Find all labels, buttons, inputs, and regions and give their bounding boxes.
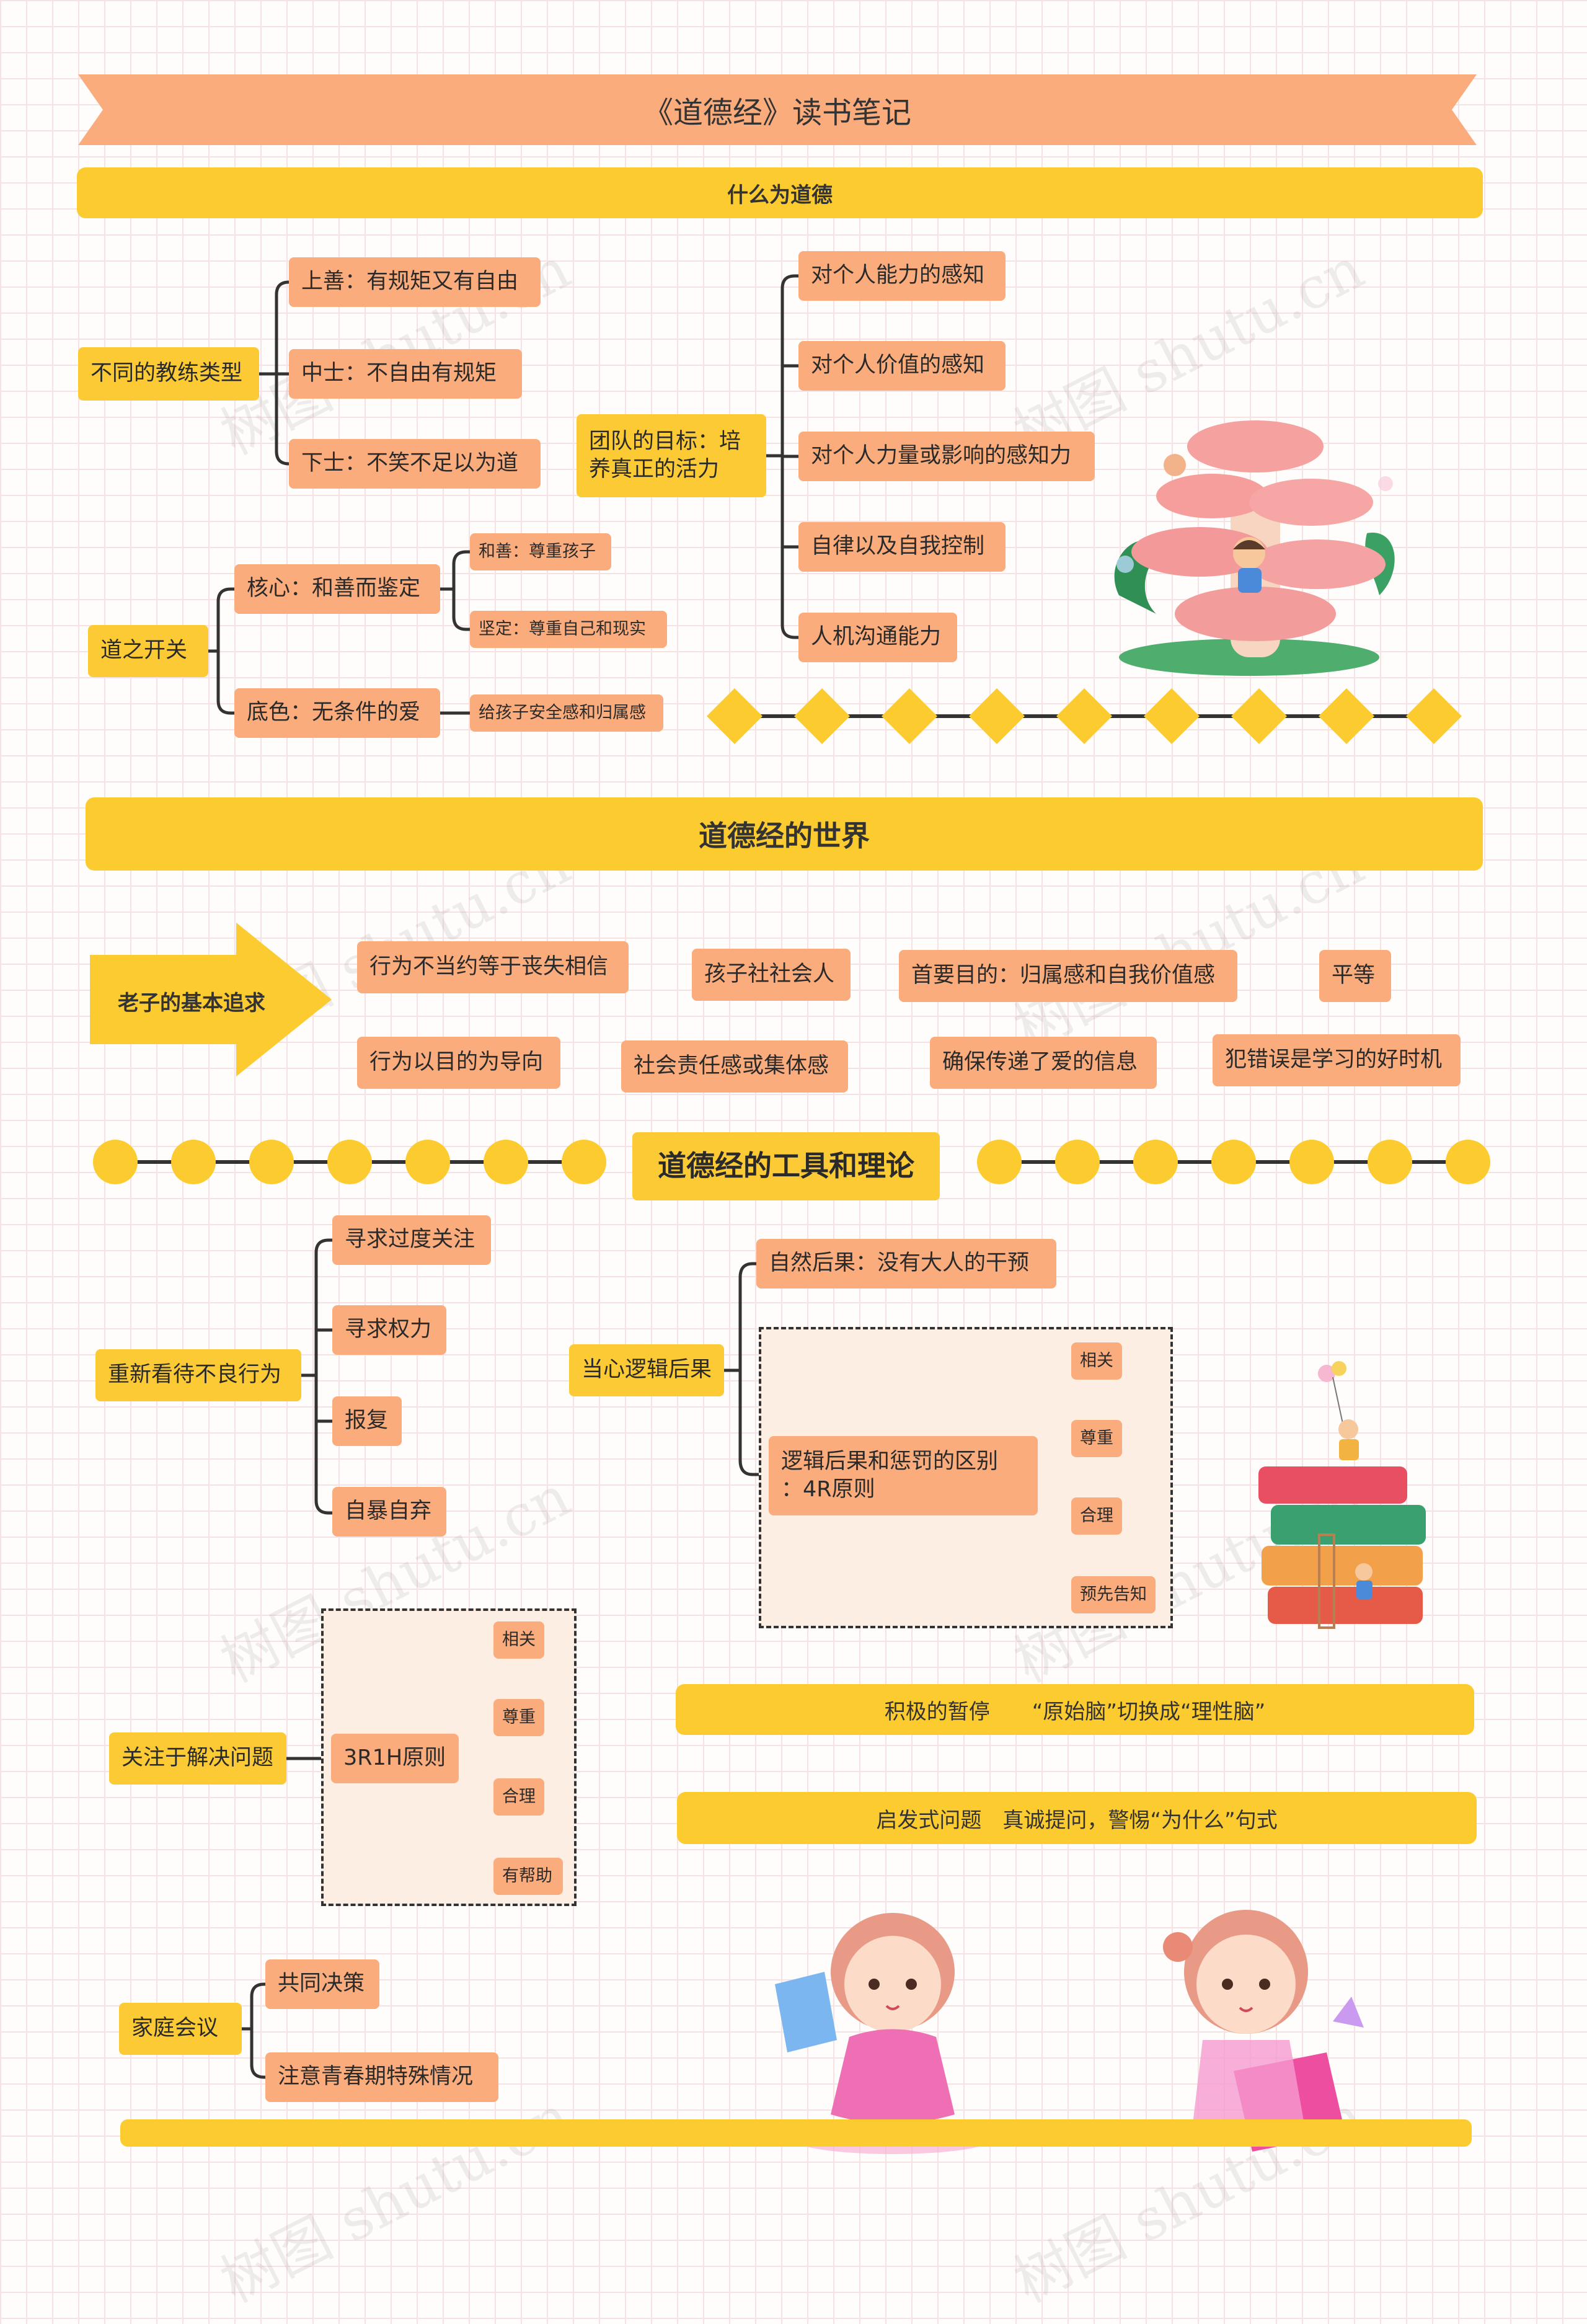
dao-core-node: 核心：和善而鉴定 [234,564,440,614]
team-goal-item: 对个人能力的感知 [798,251,1006,301]
tools-section-header: 道德经的工具和理论 [632,1132,940,1200]
pursuit-item: 犯错误是学习的好时机 [1213,1034,1461,1086]
title-banner: 《道德经》读书笔记 [78,74,1477,145]
coach-type-item: 中士：不自由有规矩 [289,349,522,399]
girl-reading-illustration-right [1163,1910,1364,2152]
family-meeting-label: 家庭会议 [119,2003,242,2055]
pursuit-item: 确保传递了爱的信息 [930,1037,1157,1089]
team-goal-item: 对个人价值的感知 [798,341,1006,391]
four-r-item: 尊重 [1071,1420,1122,1457]
team-goal-item: 人机沟通能力 [798,613,957,662]
rethink-item: 自暴自弃 [332,1487,446,1537]
four-r-item: 预先告知 [1071,1576,1156,1613]
pursuit-item: 社会责任感或集体感 [621,1040,848,1093]
positive-pause-bar: 积极的暂停 “原始脑”切换成“理性脑” [676,1684,1474,1735]
circle-chain-right [977,1140,1490,1184]
page-title: 《道德经》读书笔记 [643,95,911,130]
girl-reading-illustration-left [775,1913,992,2154]
four-r-difference-node: 逻辑后果和惩罚的区别 ：4R原则 [769,1436,1038,1515]
diamond-chain-shapes [707,688,1462,744]
team-goal-item: 自律以及自我控制 [798,522,1006,572]
pursuit-item: 行为以目的为导向 [357,1037,560,1089]
ribbon-shape [78,74,1477,145]
circle-chain-left [93,1140,606,1184]
dao-core-item: 和善：尊重孩子 [470,533,611,570]
natural-consequence-node: 自然后果：没有大人的干预 [756,1239,1056,1288]
dao-base-item: 给孩子安全感和归属感 [470,694,663,732]
section-bar-what-is-morality: 什么为道德 [77,167,1483,218]
four-r-item: 合理 [1071,1497,1122,1535]
pursuit-item: 首要目的：归属感和自我价值感 [899,950,1237,1002]
coach-type-item: 上善：有规矩又有自由 [289,257,541,307]
four-r-difference-line1: 逻辑后果和惩罚的区别 [781,1448,999,1474]
dao-core-item: 坚定：尊重自己和现实 [470,611,667,648]
section-bar-world-of-tao: 道德经的世界 [86,797,1483,871]
three-r-one-h-item: 合理 [493,1778,544,1816]
three-r-one-h-item: 相关 [493,1621,544,1659]
books-illustration [1258,1361,1426,1629]
rethink-item: 寻求过度关注 [332,1215,491,1265]
rethink-label: 重新看待不良行为 [95,1349,301,1401]
logical-consequence-label: 当心逻辑后果 [569,1344,724,1396]
mushroom-house-illustration [1114,420,1395,676]
three-r-one-h-item: 有帮助 [493,1858,563,1895]
dao-opening-label: 道之开关 [88,625,208,677]
bottom-divider-bar [120,2119,1472,2147]
coach-types-label: 不同的教练类型 [78,347,259,401]
four-r-difference-line2: ：4R原则 [781,1477,875,1502]
solve-problem-label: 关注于解决问题 [109,1732,286,1785]
pursuit-item: 平等 [1319,950,1391,1002]
rethink-item: 报复 [332,1396,402,1446]
heuristic-question-bar: 启发式问题 真诚提问，警惕“为什么”句式 [677,1792,1477,1844]
pursuit-arrow [90,923,332,1076]
team-goal-label: 团队的目标：培 养真正的活力 [577,414,766,497]
dao-base-node: 底色：无条件的爱 [234,688,440,738]
three-r-one-h-node: 3R1H原则 [331,1734,459,1783]
watermark: 树图 shutu.cn [210,2083,581,2316]
diamond-chain [707,688,1463,744]
rethink-item: 寻求权力 [332,1305,446,1355]
four-r-item: 相关 [1071,1342,1122,1380]
team-goal-item: 对个人力量或影响的感知力 [798,432,1095,481]
pursuit-item: 行为不当约等于丧失相信 [357,941,629,993]
coach-type-item: 下士：不笑不足以为道 [289,439,541,489]
team-goal-label-line1: 团队的目标：培 [589,428,741,454]
team-goal-label-line2: 养真正的活力 [589,457,720,482]
family-meeting-item: 共同决策 [265,1959,379,2009]
pursuit-item: 孩子社社会人 [692,949,851,1001]
three-r-one-h-item: 尊重 [493,1699,544,1736]
family-meeting-item: 注意青春期特殊情况 [265,2052,498,2102]
pursuit-arrow-label: 老子的基本追求 [118,991,265,1016]
